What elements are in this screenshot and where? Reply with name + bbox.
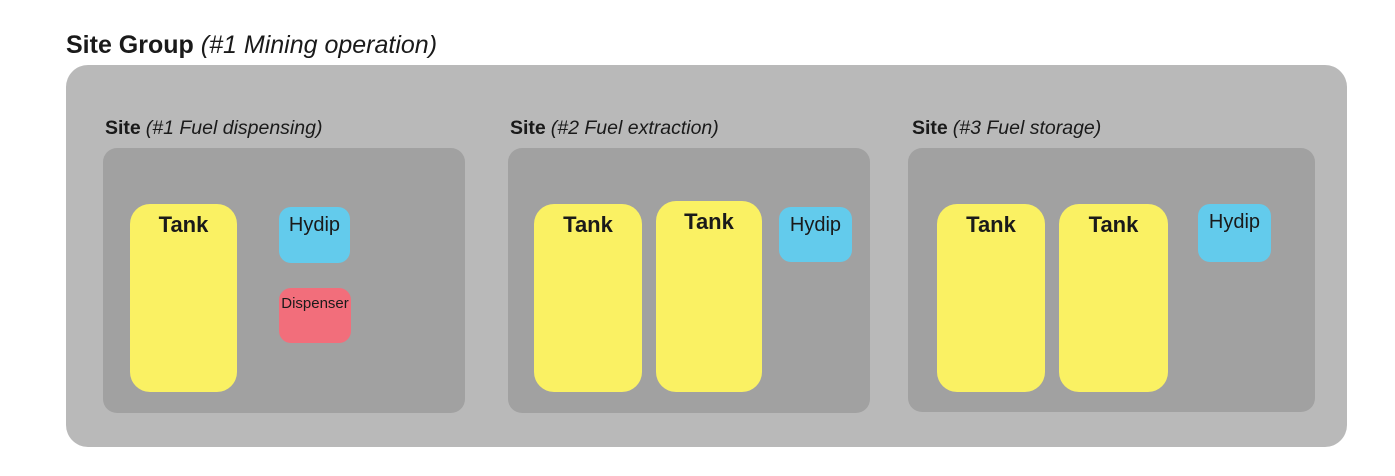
site-1-label-italic: (#1 Fuel dispensing) (145, 117, 323, 139)
site-1-container: Tank Hydip Dispenser (103, 148, 465, 413)
site-3-label: Site(#3 Fuel storage) (912, 117, 1101, 139)
site-2-tank-2: Tank (656, 201, 762, 392)
site-2-label: Site(#2 Fuel extraction) (510, 117, 719, 139)
site-3-container: Tank Tank Hydip (908, 148, 1315, 412)
site-2-label-italic: (#2 Fuel extraction) (550, 117, 719, 139)
site-group-title: Site Group (66, 31, 194, 59)
site-group-subtitle: (#1 Mining operation) (200, 31, 438, 59)
site-3-hydip: Hydip (1198, 204, 1271, 262)
diagram-title: Site Group(#1 Mining operation) (66, 30, 437, 60)
site-2-tank-1: Tank (534, 204, 642, 392)
site-3-tank-2: Tank (1059, 204, 1168, 392)
site-1-hydip: Hydip (279, 207, 350, 263)
site-1-tank: Tank (130, 204, 237, 392)
site-1-label: Site(#1 Fuel dispensing) (105, 117, 322, 139)
site-1-label-bold: Site (105, 117, 141, 139)
site-3-tank-1: Tank (937, 204, 1045, 392)
site-2-container: Tank Tank Hydip (508, 148, 870, 413)
site-1-dispenser: Dispenser (279, 288, 351, 343)
site-3-label-bold: Site (912, 117, 948, 139)
site-3-label-italic: (#3 Fuel storage) (952, 117, 1102, 139)
site-2-label-bold: Site (510, 117, 546, 139)
site-2-hydip: Hydip (779, 207, 852, 262)
